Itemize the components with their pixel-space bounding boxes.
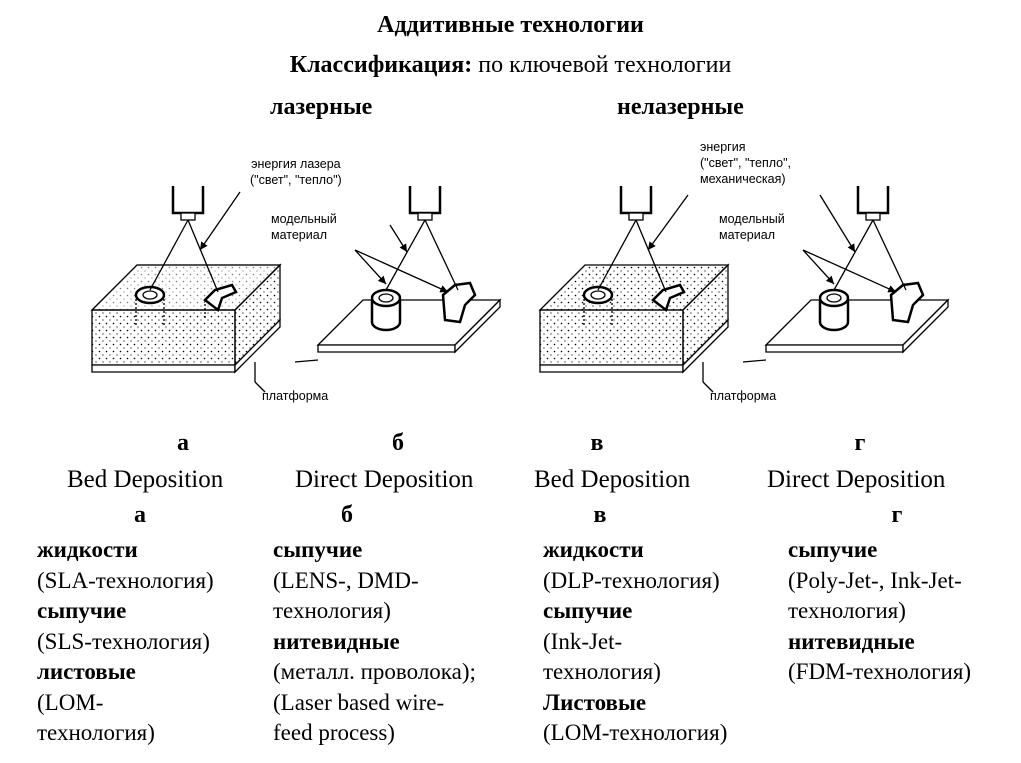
technology-text: (Poly-Jet-, Ink-Jet- bbox=[788, 567, 962, 593]
label-line: ("свет", "тепло") bbox=[250, 173, 342, 187]
category-heading: листовые bbox=[37, 659, 136, 684]
category-heading: сыпучие bbox=[788, 537, 878, 562]
label-laser-energy: энергия лазера ("свет", "тепло") bbox=[250, 156, 342, 188]
label-line: модельный bbox=[719, 212, 785, 226]
column-c: жидкости (DLP-технология) сыпучие (Ink-Jet-… bbox=[543, 535, 727, 749]
direct-deposition-scheme-d bbox=[742, 186, 950, 363]
category-heading: жидкости bbox=[543, 537, 644, 562]
technology-text: (SLA-технология) bbox=[37, 567, 214, 593]
technology-text: (SLS-технология) bbox=[37, 628, 210, 654]
technology-text: feed process) bbox=[273, 720, 395, 745]
technology-text: (LOM- bbox=[37, 689, 104, 715]
bed-deposition-scheme-a bbox=[90, 186, 282, 393]
category-heading: нитевидные bbox=[788, 628, 915, 654]
subtitle-rest: по ключевой технологии bbox=[478, 52, 732, 78]
category-heading: сыпучие bbox=[543, 598, 633, 623]
letter-c-2: в bbox=[593, 502, 607, 528]
technology-text: технология) bbox=[37, 720, 155, 745]
label-line: материал bbox=[271, 228, 327, 242]
letter-b: б bbox=[392, 430, 404, 456]
direct-deposition-scheme-b bbox=[294, 186, 502, 363]
bed-deposition-scheme-c bbox=[538, 186, 730, 393]
page-title: Аддитивные технологии bbox=[377, 12, 644, 38]
technology-text: технология) bbox=[273, 598, 391, 623]
category-heading: Листовые bbox=[543, 689, 647, 715]
deposition-c: Bed Deposition bbox=[534, 466, 691, 493]
deposition-d: Direct Deposition bbox=[767, 466, 946, 493]
subtitle: Классификация: по ключевой технологии bbox=[0, 52, 1021, 79]
label-platform-2: платформа bbox=[710, 389, 777, 403]
technology-text: (DLP-технология) bbox=[543, 567, 720, 593]
letter-c: в bbox=[590, 430, 604, 456]
category-heading: сыпучие bbox=[273, 537, 363, 562]
letter-d: г bbox=[854, 430, 866, 456]
subtitle-bold: Классификация: bbox=[289, 52, 473, 78]
label-line: модельный bbox=[271, 212, 337, 226]
technology-text: технология) bbox=[788, 598, 906, 623]
label-line: механическая) bbox=[700, 172, 786, 186]
technology-text: (металл. проволока); bbox=[273, 659, 476, 684]
label-model-material-2: модельный материал bbox=[719, 211, 785, 243]
label-line: энергия лазера bbox=[251, 157, 341, 171]
technology-text: (LENS-, DMD- bbox=[273, 567, 419, 593]
diagram-illustration bbox=[90, 186, 950, 393]
category-heading: жидкости bbox=[37, 537, 138, 562]
deposition-b: Direct Deposition bbox=[295, 466, 474, 493]
label-model-material-1: модельный материал bbox=[271, 211, 337, 243]
group-laser: лазерные bbox=[270, 94, 373, 120]
letter-a: а bbox=[177, 430, 189, 456]
letter-a-2: а bbox=[134, 502, 146, 528]
column-d: сыпучие (Poly-Jet-, Ink-Jet-технология) ни… bbox=[788, 535, 971, 688]
technology-text: (FDM-технология) bbox=[788, 659, 972, 684]
label-energy-nonlaser: энергия ("свет", "тепло", механическая) bbox=[700, 139, 791, 187]
column-a: жидкости (SLA-технология) сыпучие (SLS-техн… bbox=[37, 535, 214, 749]
category-heading: нитевидные bbox=[273, 628, 400, 654]
label-line: ("свет", "тепло", bbox=[700, 156, 792, 170]
category-heading: сыпучие bbox=[37, 598, 127, 623]
label-line: материал bbox=[719, 228, 775, 242]
technology-text: (LOM-технология) bbox=[543, 720, 728, 745]
technology-text: (Laser based wire- bbox=[273, 689, 445, 715]
letter-b-2: б bbox=[341, 502, 353, 528]
group-nonlaser: нелазерные bbox=[617, 94, 744, 120]
technology-text: технология) bbox=[543, 659, 661, 684]
label-line: энергия bbox=[700, 140, 746, 154]
column-b: сыпучие (LENS-, DMD-технология) нитевидные… bbox=[273, 535, 476, 749]
letter-d-2: г bbox=[891, 502, 903, 528]
technology-text: (Ink-Jet- bbox=[543, 628, 623, 654]
label-platform-1: платформа bbox=[262, 389, 329, 403]
deposition-a: Bed Deposition bbox=[67, 466, 224, 493]
